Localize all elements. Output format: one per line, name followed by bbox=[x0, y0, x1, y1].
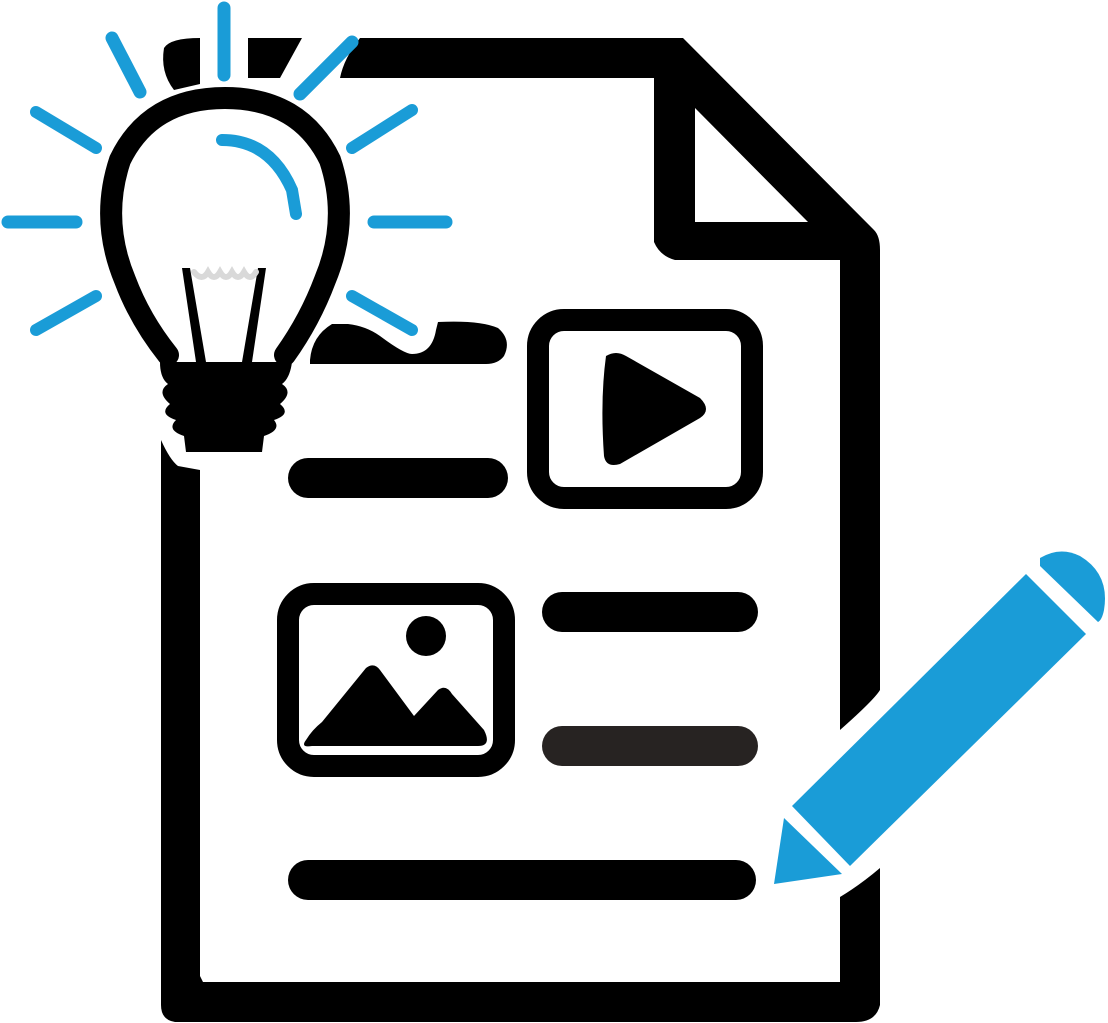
text-line-3 bbox=[542, 726, 758, 766]
lightbulb-highlight bbox=[216, 134, 302, 220]
image-sun bbox=[406, 616, 446, 656]
text-lines bbox=[288, 458, 758, 900]
lightbulb-glass bbox=[100, 86, 350, 366]
pencil-tip bbox=[774, 818, 842, 884]
text-line-1 bbox=[288, 458, 508, 498]
pencil-body bbox=[792, 574, 1086, 866]
document-right-edge-lower bbox=[161, 440, 880, 1022]
document-top-mid-stub bbox=[248, 38, 302, 78]
ray-left-upper bbox=[30, 106, 102, 154]
lightbulb-filament-left bbox=[182, 268, 206, 362]
ray-top-left bbox=[105, 31, 147, 99]
video-frame bbox=[527, 309, 763, 509]
video-play-icon bbox=[527, 309, 763, 509]
lightbulb-icon bbox=[1, 1, 453, 452]
lightbulb-filament-right bbox=[242, 268, 266, 362]
ray-right-upper bbox=[346, 104, 418, 154]
pencil-eraser bbox=[1040, 551, 1105, 622]
text-line-2 bbox=[542, 592, 758, 632]
pencil-icon bbox=[774, 551, 1105, 884]
image-frame bbox=[277, 583, 515, 777]
text-line-4 bbox=[288, 860, 756, 900]
image-mountains bbox=[304, 665, 487, 747]
document-top-left-stub bbox=[163, 38, 200, 90]
lightbulb-rays bbox=[1, 1, 453, 336]
lightbulb-filament-coil bbox=[191, 266, 259, 280]
play-triangle-icon bbox=[602, 353, 706, 465]
text-line-top bbox=[310, 321, 507, 364]
ray-left-lower bbox=[30, 290, 102, 336]
ray-right-lower bbox=[346, 290, 418, 336]
image-icon bbox=[277, 583, 515, 777]
document-fold-corner bbox=[695, 108, 808, 222]
ray-top-right bbox=[293, 35, 359, 101]
lightbulb-base bbox=[160, 362, 292, 452]
document-icon bbox=[161, 38, 880, 1022]
